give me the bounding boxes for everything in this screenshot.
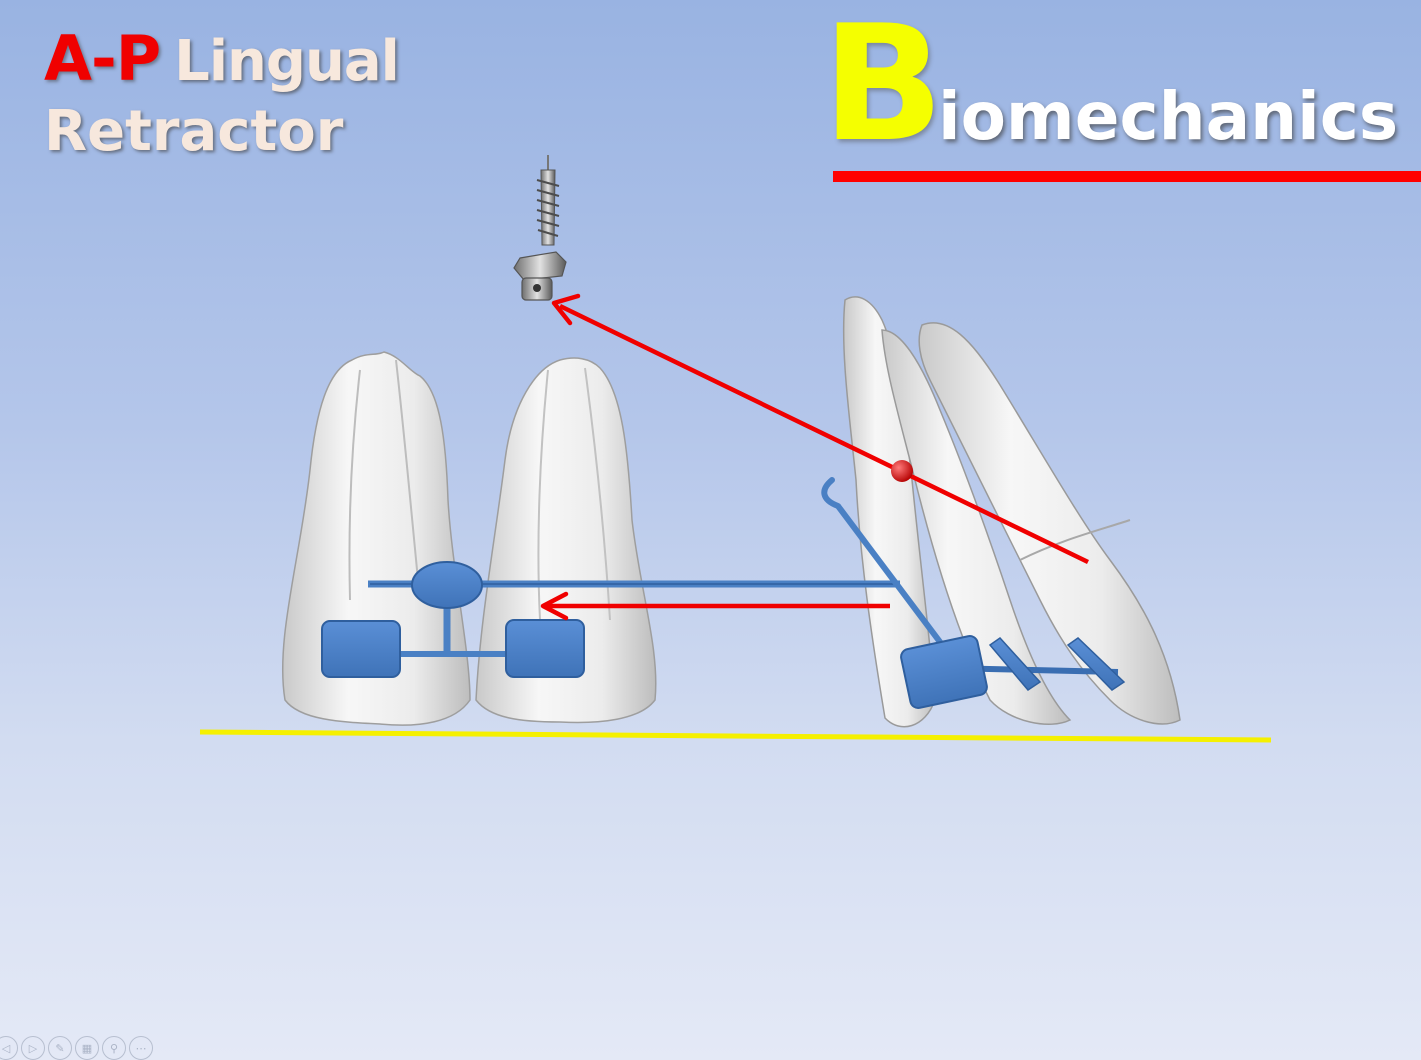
title-ap: A-P: [44, 22, 161, 95]
center-of-resistance-dot: [891, 460, 913, 482]
miniscrew-implant: [513, 155, 567, 301]
lingual-retractor-appliance: [321, 477, 1126, 709]
more-icon[interactable]: ⋯: [129, 1036, 153, 1060]
next-icon[interactable]: ▷: [21, 1036, 45, 1060]
previous-icon[interactable]: ◁: [0, 1036, 18, 1060]
heading-rest: iomechanics: [937, 78, 1399, 155]
horizontal-force-arrow: [540, 591, 890, 621]
heading-underline: [833, 171, 1421, 182]
slides-icon[interactable]: ▦: [75, 1036, 99, 1060]
zoom-icon[interactable]: ⚲: [102, 1036, 126, 1060]
heading-initial: B: [822, 0, 944, 177]
anterior-teeth: [842, 296, 1181, 728]
title-lingual: Lingual: [174, 29, 400, 94]
slideshow-controls: ◁ ▷ ✎ ▦ ⚲ ⋯: [0, 1036, 153, 1060]
force-arrow-to-screw: [551, 293, 1089, 565]
biomechanics-heading: Biomechanics: [822, 4, 1398, 164]
pen-icon[interactable]: ✎: [48, 1036, 72, 1060]
occlusal-plane-line: [199, 729, 1272, 743]
title-retractor: Retractor: [44, 99, 344, 164]
